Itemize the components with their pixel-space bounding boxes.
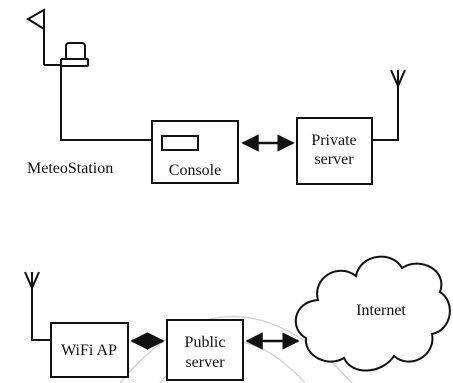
private-server-label-2: server bbox=[314, 151, 354, 168]
antenna-icon bbox=[24, 271, 40, 289]
wind-vane-icon bbox=[26, 8, 64, 66]
internet-label: Internet bbox=[356, 302, 406, 319]
private-server-label-1: Private bbox=[311, 132, 356, 149]
wifi-ap-box bbox=[50, 322, 129, 378]
private-server-box bbox=[296, 117, 373, 185]
meteostation-label: MeteoStation bbox=[27, 160, 113, 177]
wifi-ap-label: WiFi AP bbox=[61, 342, 117, 359]
display-screen-icon bbox=[161, 135, 199, 151]
antenna-icon bbox=[390, 69, 406, 87]
console-box bbox=[151, 120, 239, 184]
wifi-antenna-cable bbox=[31, 288, 51, 341]
public-server-label-2: server bbox=[185, 354, 225, 371]
private-server-cable bbox=[372, 86, 399, 141]
public-server-box bbox=[166, 319, 244, 381]
station-cable bbox=[60, 66, 152, 141]
cloud-icon bbox=[294, 255, 451, 372]
console-label: Console bbox=[169, 162, 221, 179]
public-server-label-1: Public bbox=[185, 334, 226, 351]
sensor-head-icon bbox=[60, 42, 89, 67]
